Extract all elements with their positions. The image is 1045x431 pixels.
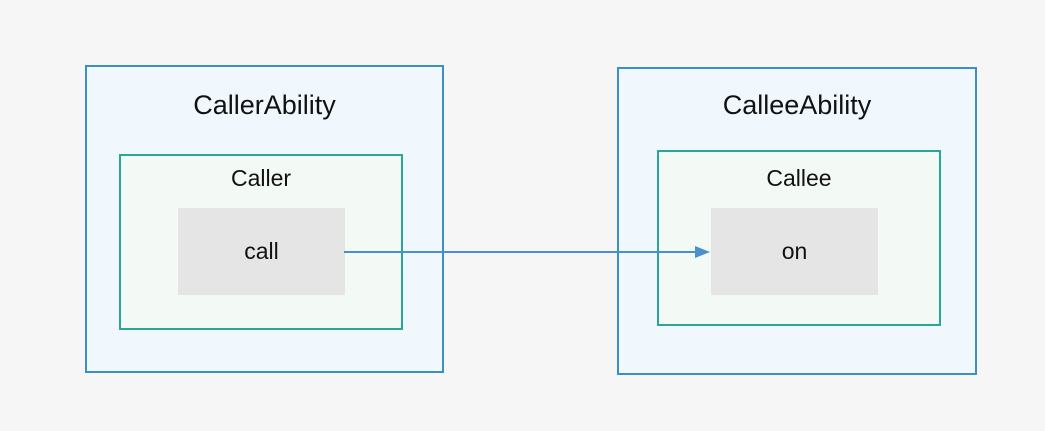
- call-method-label: call: [244, 238, 279, 264]
- on-method-label: on: [781, 238, 808, 264]
- on-method-box: on: [711, 208, 878, 295]
- callee-box: Callee on: [657, 150, 941, 326]
- callee-ability-title: CalleeAbility: [722, 90, 872, 120]
- caller-box: Caller call: [119, 154, 403, 330]
- call-arrow-head: [695, 246, 710, 258]
- call-method-box: call: [178, 208, 345, 295]
- callee-ability-box: CalleeAbility Callee on: [617, 67, 977, 375]
- caller-ability-title: CallerAbility: [193, 90, 336, 120]
- caller-title: Caller: [230, 165, 292, 191]
- caller-ability-box: CallerAbility Caller call: [85, 65, 444, 373]
- callee-title: Callee: [766, 165, 832, 191]
